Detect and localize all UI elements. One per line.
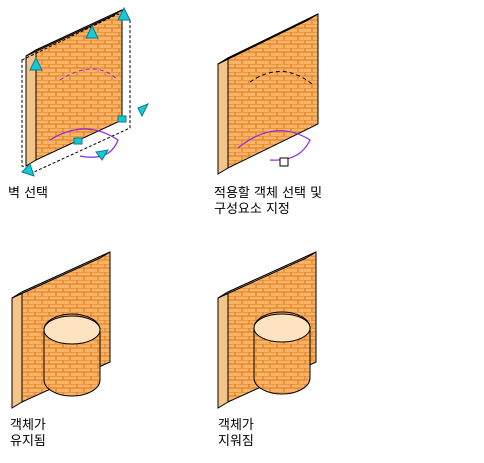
panel-object-erased: 객체가 지워짐 [200, 232, 442, 463]
grip-arrow-icon[interactable] [29, 56, 43, 71]
grip-square-icon[interactable] [279, 157, 289, 167]
caption-apply-object-line1: 적용할 객체 선택 및 [214, 186, 323, 201]
grip-square-icon[interactable] [73, 137, 83, 145]
grip-arrow-icon[interactable] [137, 103, 150, 118]
grip-square-icon[interactable] [117, 115, 127, 123]
object-kept-diagram [11, 251, 111, 409]
apply-object-diagram [217, 13, 319, 175]
caption-object-erased-line2: 지워짐 [218, 434, 254, 449]
panel-select-wall: 벽 선택 [0, 0, 242, 231]
caption-select-wall: 벽 선택 [8, 186, 49, 201]
grip-arrow-icon[interactable] [117, 6, 131, 21]
object-erased-diagram [217, 251, 317, 409]
grip-arrow-icon[interactable] [21, 163, 35, 177]
caption-object-erased-line1: 객체가 [218, 418, 254, 433]
panel-apply-object: 적용할 객체 선택 및 구성요소 지정 [200, 0, 442, 231]
caption-apply-object-line2: 구성요소 지정 [214, 202, 290, 217]
panel-object-kept: 객체가 유지됨 [0, 232, 242, 463]
grip-arrow-icon[interactable] [85, 24, 99, 39]
wall-selected-diagram [21, 6, 150, 177]
grip-arrow-icon[interactable] [95, 149, 109, 161]
caption-object-kept-line2: 유지됨 [10, 434, 46, 449]
caption-object-kept-line1: 객체가 [10, 418, 46, 433]
